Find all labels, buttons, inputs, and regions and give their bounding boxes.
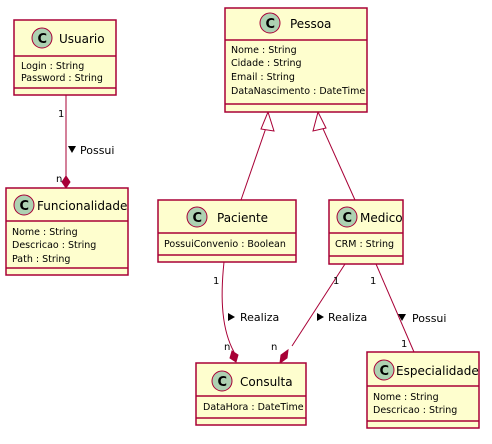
class-pessoa[interactable]: C Pessoa Nome : String Cidade : String E… xyxy=(224,7,368,113)
attr-especialidade-0: Nome : String xyxy=(373,392,439,403)
attr-consulta-0: DataHora : DateTime xyxy=(203,402,304,413)
class-medico[interactable]: C Medico CRM : String xyxy=(328,199,404,265)
attr-pessoa-0: Nome : String xyxy=(231,45,297,56)
class-stereotype-letter: C xyxy=(38,32,48,47)
class-stereotype-letter: C xyxy=(380,364,390,379)
class-title-especialidade: Especialidade xyxy=(396,364,479,378)
class-usuario[interactable]: C Usuario Login : String Password : Stri… xyxy=(13,19,117,96)
attr-medico-0: CRM : String xyxy=(335,239,394,250)
class-stereotype-letter: C xyxy=(266,17,276,32)
class-funcionalidade[interactable]: C Funcionalidade Nome : String Descricao… xyxy=(5,187,129,276)
class-stereotype-letter: C xyxy=(20,199,30,214)
attr-pessoa-3: DataNascimento : DateTime xyxy=(231,86,365,97)
class-stereotype-letter: C xyxy=(193,211,203,226)
label-arrow-down-icon-2 xyxy=(398,314,406,321)
attr-usuario-0: Login : String xyxy=(21,61,84,72)
class-title-pessoa: Pessoa xyxy=(290,17,331,31)
attr-especialidade-1: Descricao : String xyxy=(373,405,457,416)
class-title-usuario: Usuario xyxy=(59,32,105,46)
edge-medico-consulta: 1 n Realiza xyxy=(271,263,367,365)
label-arrow-right-icon-2 xyxy=(317,313,324,321)
mult-paciente-side: 1 xyxy=(213,276,219,287)
rel-label-usuario-funcionalidade: Possui xyxy=(80,144,114,157)
class-circle-icon xyxy=(373,359,395,381)
class-circle-icon xyxy=(13,194,35,216)
edge-paciente-consulta: 1 n Realiza xyxy=(213,261,279,363)
class-title-medico: Medico xyxy=(360,211,403,225)
composition-diamond-consulta-right xyxy=(279,348,289,365)
class-title-paciente: Paciente xyxy=(217,211,268,225)
generalization-triangle-medico xyxy=(312,110,327,132)
attr-funcionalidade-1: Descricao : String xyxy=(12,240,96,251)
generalization-triangle-paciente xyxy=(260,110,275,132)
class-circle-icon xyxy=(259,12,281,34)
class-circle-icon xyxy=(31,27,53,49)
edge-medico-pessoa xyxy=(312,110,356,201)
class-circle-icon xyxy=(336,206,358,228)
mult-medico-side-especialidade: 1 xyxy=(370,276,376,287)
rel-label-medico-consulta: Realiza xyxy=(328,311,367,324)
attr-pessoa-2: Email : String xyxy=(231,72,295,83)
attr-paciente-0: PossuiConvenio : Boolean xyxy=(164,239,286,250)
attr-funcionalidade-0: Nome : String xyxy=(12,227,78,238)
mult-especialidade-side: 1 xyxy=(401,339,407,350)
composition-diamond-funcionalidade xyxy=(61,175,71,189)
mult-consulta-side-right: n xyxy=(271,342,277,353)
mult-consulta-side-left: n xyxy=(224,342,230,353)
label-arrow-down-icon xyxy=(68,146,76,153)
class-title-consulta: Consulta xyxy=(240,375,293,389)
attr-funcionalidade-2: Path : String xyxy=(12,254,70,265)
class-especialidade[interactable]: C Especialidade Nome : String Descricao … xyxy=(366,351,480,429)
edge-paciente-pessoa xyxy=(240,110,275,201)
class-stereotype-letter: C xyxy=(343,211,353,226)
edge-medico-especialidade: 1 1 Possui xyxy=(370,263,446,353)
edge-usuario-funcionalidade: 1 n Possui xyxy=(56,95,114,189)
mult-medico-side-consulta: 1 xyxy=(333,276,339,287)
class-circle-icon xyxy=(186,206,208,228)
rel-label-paciente-consulta: Realiza xyxy=(240,311,279,324)
class-paciente[interactable]: C Paciente PossuiConvenio : Boolean xyxy=(157,199,297,263)
composition-diamond-consulta-left xyxy=(229,350,239,363)
class-circle-icon xyxy=(211,370,233,392)
label-arrow-right-icon xyxy=(228,313,235,321)
mult-funcionalidade-side: n xyxy=(56,174,62,185)
attr-pessoa-1: Cidade : String xyxy=(231,58,302,69)
class-title-funcionalidade: Funcionalidade xyxy=(37,199,127,213)
class-stereotype-letter: C xyxy=(218,375,228,390)
class-consulta[interactable]: C Consulta DataHora : DateTime xyxy=(195,362,307,426)
mult-usuario-side: 1 xyxy=(58,109,64,120)
rel-label-medico-especialidade: Possui xyxy=(412,312,446,325)
attr-usuario-1: Password : String xyxy=(21,73,103,84)
